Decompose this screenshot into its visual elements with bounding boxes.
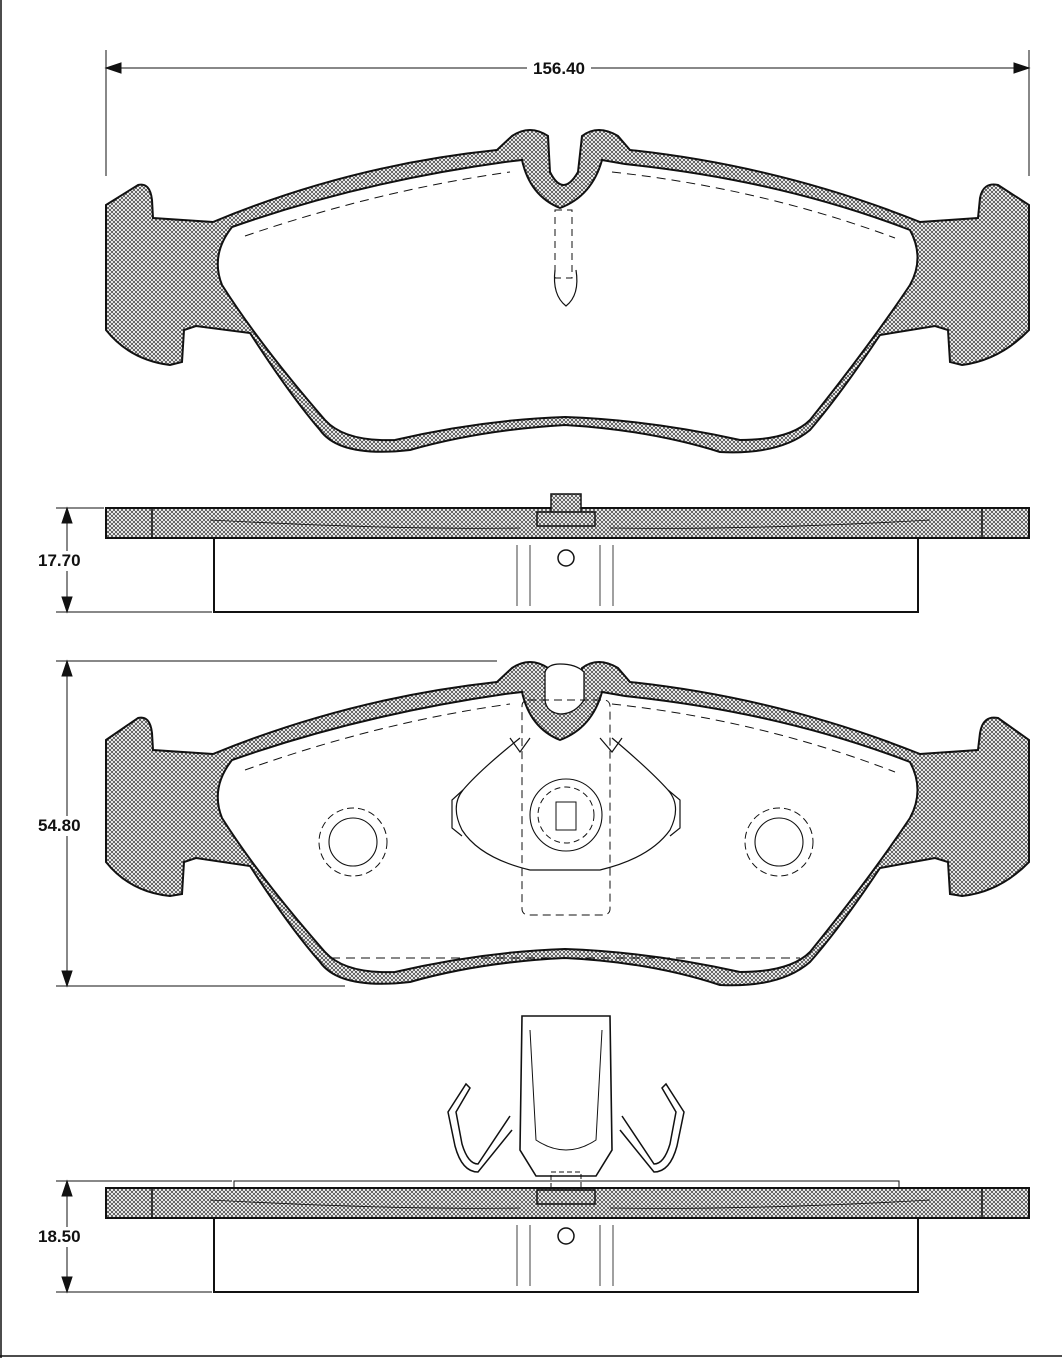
side-friction-block: [213, 537, 919, 613]
friction-inner-dashed: [244, 171, 896, 239]
wear-sensor-tip: [553, 269, 578, 307]
thickness-top-dimension-label: 17.70: [38, 551, 81, 571]
height-dimension-label: 54.80: [38, 816, 81, 836]
spring-clip-center: [519, 1015, 613, 1177]
pad-back-view: [105, 661, 1030, 987]
back-right-boss: [744, 807, 814, 877]
spring-clip-left-arm: [447, 1082, 513, 1173]
thickness-dimension-top: [56, 506, 212, 614]
pad-front-view: [105, 129, 1030, 454]
width-dimension-label: 156.40: [527, 59, 591, 79]
back-clip-outline: [521, 699, 611, 916]
friction-material-outline: [216, 158, 919, 442]
back-friction-outline: [216, 690, 919, 974]
back-center-ring: [529, 778, 603, 852]
spring-clip-right-arm: [619, 1082, 685, 1173]
side-sensor-clip: [550, 493, 582, 515]
pad-side-view-bottom: [105, 1015, 1030, 1293]
thickness-bottom-dimension-label: 18.50: [38, 1227, 81, 1247]
back-left-boss: [318, 807, 388, 877]
pad-side-view-top: [105, 493, 1030, 613]
wear-sensor-pin: [554, 209, 573, 279]
side-sensor-hole: [557, 549, 575, 567]
